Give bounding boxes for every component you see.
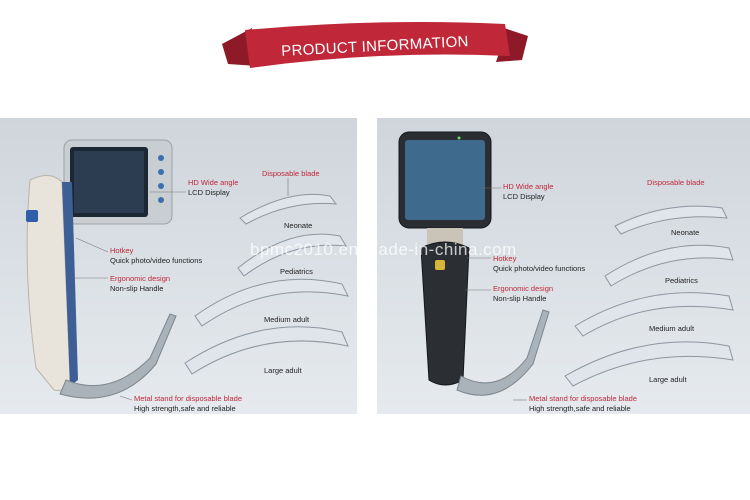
- left-hd-title: HD Wide angle: [188, 178, 239, 187]
- right-product-illustration: [398, 131, 734, 401]
- right-hd-sub: LCD Display: [503, 192, 545, 201]
- left-product-illustration: [26, 139, 349, 401]
- left-size-pediatrics: Pediatrics: [280, 267, 313, 276]
- right-hd-title: HD Wide angle: [503, 182, 554, 191]
- left-hotkey-sub: Quick photo/video functions: [110, 256, 203, 265]
- left-size-medium-adult: Medium adult: [264, 315, 310, 324]
- right-size-neonate: Neonate: [671, 228, 700, 237]
- left-hotkey-title: Hotkey: [110, 246, 134, 255]
- right-hotkey-sub: Quick photo/video functions: [493, 264, 586, 273]
- right-stand-sub: High strength,safe and reliable: [529, 404, 631, 413]
- left-blade-title: Disposable blade: [262, 169, 320, 178]
- watermark-text: bpmc2010.en.made-in-china.com: [250, 240, 517, 259]
- left-size-large-adult: Large adult: [264, 366, 302, 375]
- ribbon-shape: [222, 22, 528, 68]
- right-size-large-adult: Large adult: [649, 375, 687, 384]
- left-ergo-title: Ergonomic design: [110, 274, 171, 283]
- right-ergo-sub: Non-slip Handle: [493, 294, 547, 303]
- left-stand-title: Metal stand for disposable blade: [134, 394, 242, 403]
- right-product-panel: HD Wide angle LCD Display Disposable bla…: [377, 118, 750, 414]
- right-hotkey-title: Hotkey: [493, 254, 517, 263]
- left-product-panel: HD Wide angle LCD Display Disposable bla…: [0, 118, 357, 414]
- right-ergo-title: Ergonomic design: [493, 284, 554, 293]
- right-size-pediatrics: Pediatrics: [665, 276, 698, 285]
- right-stand-title: Metal stand for disposable blade: [529, 394, 637, 403]
- product-information-banner: PRODUCT INFORMATION: [0, 0, 750, 90]
- right-size-medium-adult: Medium adult: [649, 324, 695, 333]
- left-hd-sub: LCD Display: [188, 188, 230, 197]
- right-blade-title: Disposable blade: [647, 178, 705, 187]
- left-stand-sub: High strength,safe and reliable: [134, 404, 236, 413]
- left-size-neonate: Neonate: [284, 221, 313, 230]
- left-ergo-sub: Non-slip Handle: [110, 284, 164, 293]
